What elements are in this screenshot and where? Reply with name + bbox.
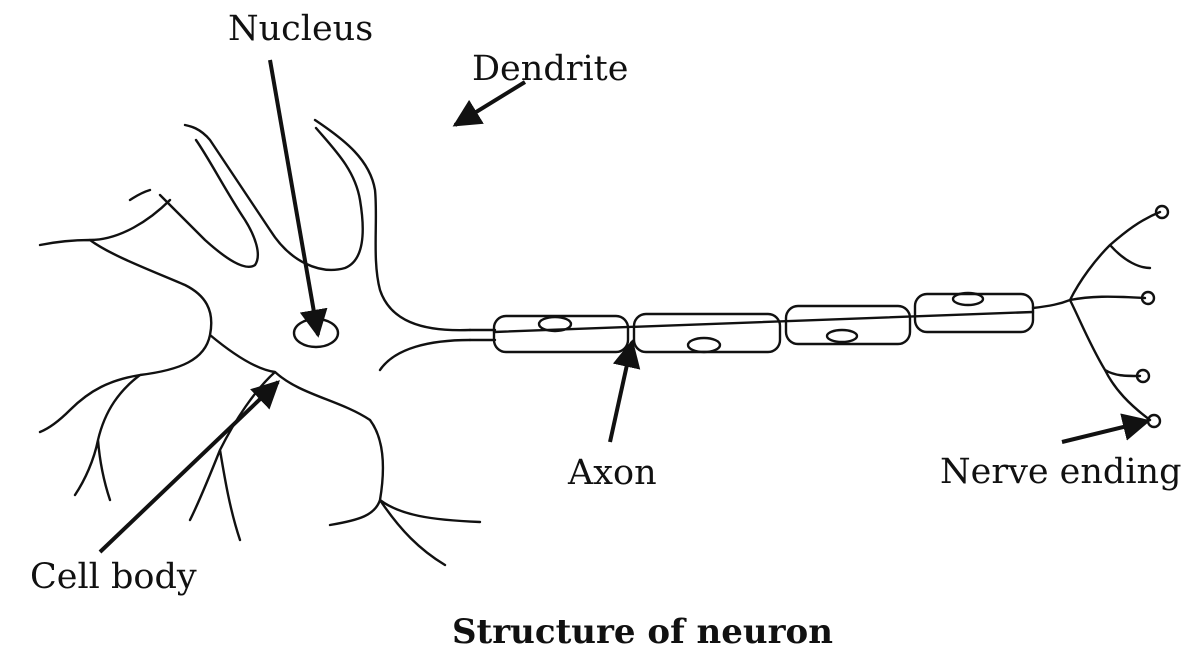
axon-inner-line	[494, 312, 1033, 332]
schwann-nucleus-2	[688, 338, 720, 352]
nucleus-arrow	[270, 60, 328, 338]
cell-body-arrow	[100, 380, 281, 552]
schwann-nucleus-1	[539, 317, 571, 331]
myelin-segment-3	[784, 304, 912, 346]
axon-label: Axon	[568, 453, 657, 493]
myelin-segment-2	[632, 312, 782, 354]
dendrite-arrow	[452, 82, 525, 125]
nerve-ending-label: Nerve ending	[940, 452, 1182, 492]
cell-body-label: Cell body	[30, 557, 197, 597]
terminal-bulb-3	[1137, 370, 1149, 382]
axon-line	[470, 330, 495, 340]
nucleus-label: Nucleus	[228, 9, 374, 49]
dendrite-label: Dendrite	[472, 49, 629, 89]
schwann-nucleus-4	[953, 293, 983, 305]
cell-body-outline	[40, 120, 480, 565]
schwann-nucleus-3	[827, 330, 857, 342]
myelin-segment-1	[492, 314, 630, 354]
cell-body-lower-edge	[380, 340, 470, 370]
diagram-title: Structure of neuron	[452, 612, 833, 652]
axon-terminal-branches	[1033, 212, 1160, 420]
terminal-bulb-2	[1142, 292, 1154, 304]
axon-arrow	[610, 339, 641, 442]
nerve-ending-arrow	[1062, 413, 1151, 442]
terminal-bulb-1	[1156, 206, 1168, 218]
